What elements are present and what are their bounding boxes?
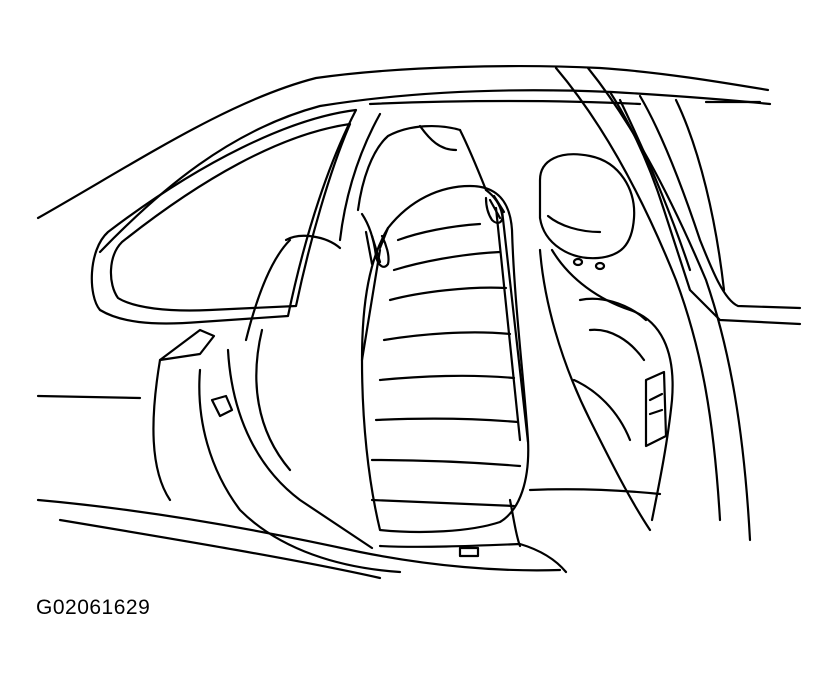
front-window-frame — [608, 90, 802, 326]
front-seat — [538, 153, 674, 532]
technician-hands — [356, 124, 506, 268]
rear-seatback — [360, 184, 530, 534]
left-body-lines — [36, 328, 216, 502]
rear-door-opening-frame — [90, 99, 642, 325]
floor-sill — [36, 488, 662, 580]
figure-id-label: G02061629 — [36, 596, 151, 619]
rear-seat-cushion — [198, 234, 402, 574]
roof-lines — [36, 65, 772, 254]
b-pillar — [554, 66, 752, 542]
